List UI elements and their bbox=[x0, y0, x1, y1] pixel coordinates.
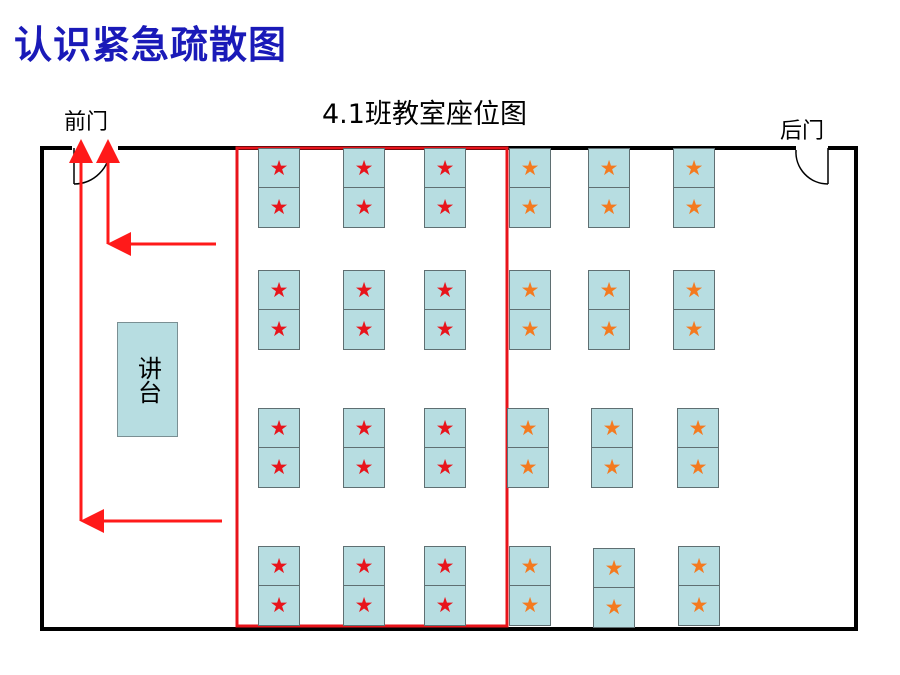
evacuation-arrows bbox=[69, 139, 222, 533]
desk-r4-c2: ★★ bbox=[343, 546, 385, 626]
seat-star-icon: ★ bbox=[684, 317, 704, 341]
seat-star-icon: ★ bbox=[674, 149, 714, 188]
seat-star-icon: ★ bbox=[684, 195, 704, 219]
desk-r3-c6: ★★ bbox=[677, 408, 719, 488]
front-door-label: 前门 bbox=[64, 110, 109, 135]
seat-star-icon: ★ bbox=[425, 149, 465, 188]
seat-star-icon: ★ bbox=[520, 593, 540, 617]
seat-star-icon: ★ bbox=[354, 593, 374, 617]
slide-title: 认识紧急疏散图 bbox=[14, 23, 288, 67]
seat-star-icon: ★ bbox=[589, 149, 629, 188]
seat-star-icon: ★ bbox=[599, 195, 619, 219]
back-door bbox=[795, 148, 829, 185]
desk-r2-c2: ★★ bbox=[343, 270, 385, 350]
seat-star-icon: ★ bbox=[259, 271, 299, 310]
seat-star-icon: ★ bbox=[510, 271, 550, 310]
desk-r1-c6: ★★ bbox=[673, 148, 715, 228]
seat-star-icon: ★ bbox=[689, 593, 709, 617]
seat-star-icon: ★ bbox=[678, 409, 718, 448]
back-door-label: 后门 bbox=[780, 119, 825, 144]
seat-star-icon: ★ bbox=[269, 195, 289, 219]
seat-star-icon: ★ bbox=[269, 455, 289, 479]
front-door bbox=[73, 147, 111, 185]
seat-star-icon: ★ bbox=[435, 455, 455, 479]
desk-r2-c1: ★★ bbox=[258, 270, 300, 350]
desk-r1-c2: ★★ bbox=[343, 148, 385, 228]
desk-r2-c6: ★★ bbox=[673, 270, 715, 350]
desk-r4-c6: ★★ bbox=[678, 546, 720, 626]
seat-star-icon: ★ bbox=[518, 455, 538, 479]
seat-star-icon: ★ bbox=[510, 547, 550, 586]
seat-star-icon: ★ bbox=[520, 195, 540, 219]
desk-r4-c4: ★★ bbox=[509, 546, 551, 626]
seat-star-icon: ★ bbox=[269, 593, 289, 617]
desk-r4-c3: ★★ bbox=[424, 546, 466, 626]
desk-r4-c1: ★★ bbox=[258, 546, 300, 626]
seat-star-icon: ★ bbox=[425, 547, 465, 586]
seat-star-icon: ★ bbox=[435, 195, 455, 219]
diagram-subtitle: 4.1班教室座位图 bbox=[322, 99, 527, 130]
seat-star-icon: ★ bbox=[344, 547, 384, 586]
desk-r3-c1: ★★ bbox=[258, 408, 300, 488]
desk-r2-c3: ★★ bbox=[424, 270, 466, 350]
desk-r3-c3: ★★ bbox=[424, 408, 466, 488]
seat-star-icon: ★ bbox=[508, 409, 548, 448]
desk-r3-c4: ★★ bbox=[507, 408, 549, 488]
seat-star-icon: ★ bbox=[688, 455, 708, 479]
desk-r1-c5: ★★ bbox=[588, 148, 630, 228]
seat-star-icon: ★ bbox=[510, 149, 550, 188]
desk-r2-c5: ★★ bbox=[588, 270, 630, 350]
seat-star-icon: ★ bbox=[435, 593, 455, 617]
desk-r3-c5: ★★ bbox=[591, 408, 633, 488]
seat-star-icon: ★ bbox=[425, 409, 465, 448]
seat-star-icon: ★ bbox=[435, 317, 455, 341]
seat-star-icon: ★ bbox=[520, 317, 540, 341]
seat-star-icon: ★ bbox=[259, 409, 299, 448]
seat-star-icon: ★ bbox=[269, 317, 289, 341]
seat-star-icon: ★ bbox=[259, 547, 299, 586]
seat-star-icon: ★ bbox=[354, 195, 374, 219]
podium: 讲台 bbox=[117, 322, 178, 437]
seat-star-icon: ★ bbox=[592, 409, 632, 448]
seat-star-icon: ★ bbox=[594, 549, 634, 588]
seat-star-icon: ★ bbox=[354, 317, 374, 341]
seat-star-icon: ★ bbox=[344, 149, 384, 188]
seat-star-icon: ★ bbox=[589, 271, 629, 310]
desk-r1-c4: ★★ bbox=[509, 148, 551, 228]
seat-star-icon: ★ bbox=[354, 455, 374, 479]
seat-star-icon: ★ bbox=[259, 149, 299, 188]
seat-star-icon: ★ bbox=[679, 547, 719, 586]
desk-r1-c1: ★★ bbox=[258, 148, 300, 228]
seat-star-icon: ★ bbox=[602, 455, 622, 479]
desk-r1-c3: ★★ bbox=[424, 148, 466, 228]
seat-star-icon: ★ bbox=[344, 409, 384, 448]
seat-star-icon: ★ bbox=[344, 271, 384, 310]
desk-r2-c4: ★★ bbox=[509, 270, 551, 350]
desk-r3-c2: ★★ bbox=[343, 408, 385, 488]
seat-star-icon: ★ bbox=[674, 271, 714, 310]
seat-star-icon: ★ bbox=[604, 595, 624, 619]
desk-r4-c5: ★★ bbox=[593, 548, 635, 628]
seat-star-icon: ★ bbox=[425, 271, 465, 310]
seat-star-icon: ★ bbox=[599, 317, 619, 341]
